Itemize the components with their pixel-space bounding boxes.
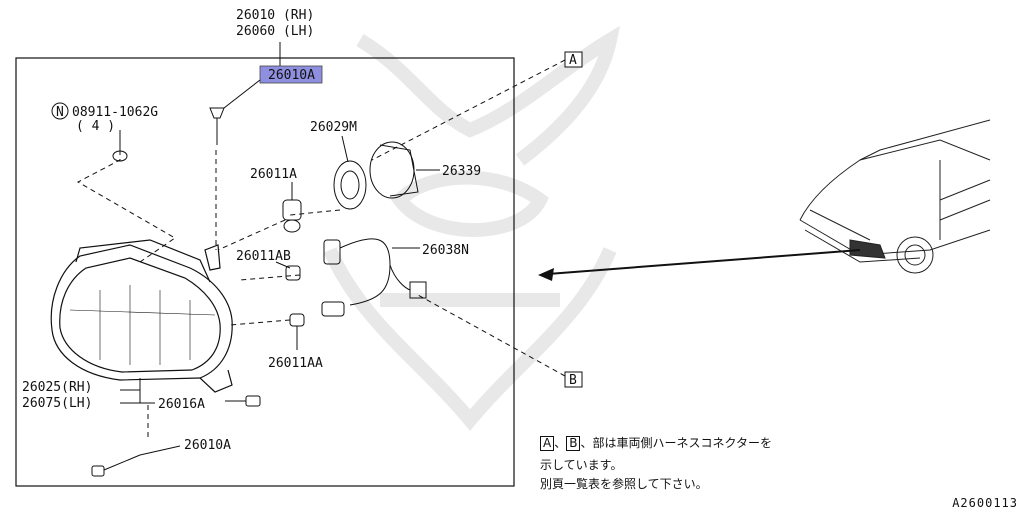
ref-b: B (569, 373, 577, 388)
label-08911: 08911-1062G (72, 105, 158, 120)
label-26016a: 26016A (158, 397, 205, 412)
label-26011a: 26011A (250, 167, 297, 182)
label-26011aa: 26011AA (268, 356, 323, 371)
label-26010-rh: 26010 (RH) (236, 8, 314, 23)
watermark-crest (323, 25, 620, 431)
diagram-frame (15, 57, 515, 487)
screw-26010a-bottom (91, 445, 181, 477)
note-line-3: 別頁一覧表を参照して下さい。 (540, 477, 708, 491)
headlamp-assembly (50, 239, 233, 393)
label-26029m: 26029M (310, 120, 357, 135)
cap-26339 (369, 141, 440, 199)
bulb-26011ab (275, 261, 301, 281)
bulb-26011a (282, 182, 302, 233)
socket-26029m (333, 135, 367, 210)
label-26011ab: 26011AB (236, 249, 291, 264)
label-26075-lh: 26075(LH) (22, 396, 92, 411)
note-line-2: 示しています。 (540, 458, 623, 472)
bolt-26016a (225, 395, 261, 407)
label-08911-qty: ( 4 ) (76, 119, 115, 134)
note-ref-b: B (566, 436, 581, 451)
washer-08911 (112, 130, 128, 162)
label-26010a-bottom: 26010A (184, 438, 231, 453)
label-26010a-top: 26010A (268, 68, 315, 83)
harness-26038n (321, 238, 427, 317)
note-line-1-text: 、部は車両側ハーネスコネクターを (580, 436, 772, 450)
label-26339: 26339 (442, 164, 481, 179)
bulb-26011aa (289, 313, 305, 350)
note-line-1: A、B、部は車両側ハーネスコネクターを (540, 434, 772, 451)
note-ref-a: A (540, 436, 555, 451)
label-26038n: 26038N (422, 243, 469, 258)
vehicle-front-sketch (799, 119, 991, 274)
screw-26010a-top (209, 79, 261, 145)
label-26060-lh: 26060 (LH) (236, 24, 314, 39)
location-arrow (538, 249, 861, 281)
diagram-code: A2600113 (952, 496, 1018, 510)
label-n-symbol: N (56, 105, 64, 120)
ref-a: A (569, 53, 577, 68)
label-26025-rh: 26025(RH) (22, 380, 92, 395)
highlight-26010a (259, 65, 323, 84)
